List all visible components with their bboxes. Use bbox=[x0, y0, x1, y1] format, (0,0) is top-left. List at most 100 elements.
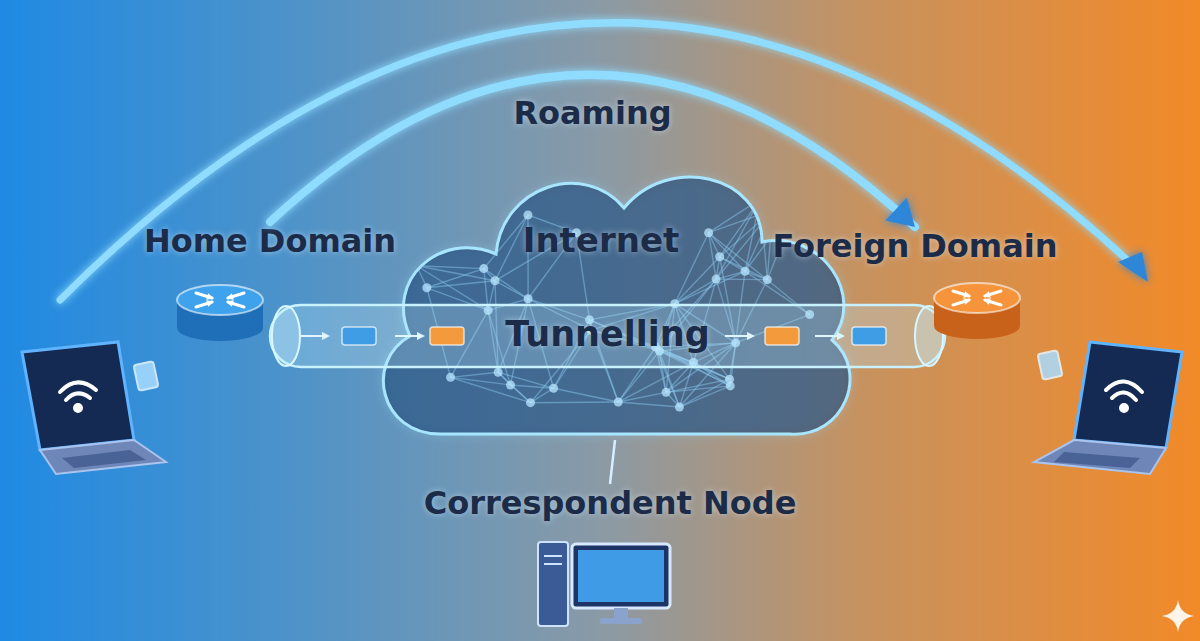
data-packet bbox=[342, 327, 376, 345]
data-packet bbox=[134, 361, 159, 391]
router-top bbox=[177, 285, 263, 315]
node-label: Foreign Domain bbox=[770, 227, 1060, 265]
mesh-dot bbox=[526, 398, 535, 407]
mesh-dot bbox=[795, 194, 804, 203]
mesh-dot bbox=[704, 228, 713, 237]
computer-monitor bbox=[572, 544, 670, 608]
mesh-link bbox=[451, 372, 499, 377]
mesh-link bbox=[720, 210, 773, 257]
mesh-link bbox=[716, 199, 760, 279]
data-packet bbox=[852, 327, 886, 345]
internet-cloud: InternetTunnelling bbox=[370, 150, 860, 440]
router-arrows bbox=[196, 293, 244, 307]
packet-flow-head bbox=[322, 332, 330, 340]
foreign-laptop bbox=[1034, 342, 1182, 474]
router-symbol bbox=[934, 283, 1020, 339]
packet-flow-head bbox=[837, 332, 845, 340]
router-arrow-head bbox=[963, 298, 971, 305]
wifi-arc bbox=[60, 382, 96, 392]
mesh-dot bbox=[768, 206, 777, 215]
router-arrow-head bbox=[226, 300, 234, 307]
roaming-arc bbox=[270, 75, 915, 227]
mesh-dot bbox=[491, 276, 500, 285]
home-laptop bbox=[22, 342, 166, 474]
mesh-link bbox=[484, 269, 528, 299]
mesh-dot bbox=[422, 283, 431, 292]
mesh-link bbox=[675, 233, 709, 304]
mesh-link bbox=[666, 386, 730, 392]
roaming-arc-line bbox=[270, 75, 915, 227]
edge-label: Roaming bbox=[513, 94, 671, 132]
wifi-symbol bbox=[60, 382, 96, 411]
mesh-link bbox=[618, 402, 679, 407]
mesh-link bbox=[618, 362, 693, 402]
wifi-arc bbox=[1112, 392, 1136, 400]
mesh-link bbox=[554, 388, 619, 402]
outer-roaming-arc bbox=[60, 23, 1140, 300]
mesh-dot bbox=[756, 195, 765, 204]
data-packet bbox=[430, 327, 464, 345]
mesh-link bbox=[760, 199, 772, 210]
correspondent-node: Correspondent Node bbox=[410, 484, 810, 641]
router-arrow-head bbox=[963, 291, 971, 298]
mesh-link bbox=[530, 401, 618, 403]
laptop-screen bbox=[22, 342, 134, 450]
wifi-symbol bbox=[1106, 381, 1142, 411]
mesh-dot bbox=[675, 403, 684, 412]
mesh-link bbox=[675, 257, 720, 304]
wifi-arc bbox=[66, 393, 90, 400]
mesh-dot bbox=[549, 384, 558, 393]
mesh-dot bbox=[506, 380, 515, 389]
router-top bbox=[934, 283, 1020, 313]
mesh-link bbox=[760, 199, 767, 280]
mesh-link bbox=[720, 199, 760, 257]
tunnel-end bbox=[272, 306, 300, 366]
mesh-link bbox=[760, 198, 799, 200]
laptop-base bbox=[1034, 440, 1166, 474]
monitor-base bbox=[600, 618, 642, 624]
connector-line bbox=[610, 440, 615, 484]
mesh-dot bbox=[523, 210, 532, 219]
router-arrow-head bbox=[983, 298, 991, 305]
mesh-dot bbox=[726, 381, 735, 390]
mesh-dot bbox=[494, 368, 503, 377]
packet-flow-head bbox=[747, 332, 755, 340]
mesh-link bbox=[451, 377, 531, 402]
mesh-dot bbox=[741, 267, 750, 276]
tunnel-pipe: Tunnelling bbox=[270, 305, 945, 367]
mesh-dot bbox=[524, 294, 533, 303]
mesh-link bbox=[451, 377, 511, 385]
computer-symbol bbox=[538, 542, 670, 626]
outer-arc-head bbox=[1118, 252, 1148, 282]
packet-flow-arrow bbox=[815, 335, 839, 337]
mesh-dot bbox=[479, 264, 488, 273]
tunnel-body bbox=[270, 305, 945, 367]
sparkle-watermark bbox=[1162, 600, 1194, 632]
router-arrow-head bbox=[206, 300, 214, 307]
router-arrow-head bbox=[226, 293, 234, 300]
mesh-link bbox=[510, 385, 553, 388]
node-label: Tunnelling bbox=[270, 314, 945, 354]
mesh-link bbox=[495, 281, 528, 299]
data-packet bbox=[1038, 350, 1063, 380]
monitor-stand bbox=[614, 608, 628, 618]
monitor-screen bbox=[578, 550, 664, 602]
mesh-link bbox=[709, 233, 768, 280]
laptop-keyboard bbox=[62, 450, 146, 468]
internet-cloud-shape bbox=[370, 150, 860, 440]
node-label: Home Domain bbox=[140, 222, 400, 260]
mesh-dot bbox=[715, 252, 724, 261]
mesh-link bbox=[427, 281, 495, 288]
wifi-dot bbox=[1121, 405, 1127, 411]
tower-slot bbox=[544, 555, 562, 557]
router-arrow-head bbox=[206, 293, 214, 300]
outer-roaming-arc bbox=[60, 23, 1148, 300]
arrow-head bbox=[885, 198, 915, 227]
router-arrows bbox=[953, 291, 1001, 305]
laptop-base bbox=[40, 440, 166, 474]
mesh-dot bbox=[712, 275, 721, 284]
packet-flow-arrow bbox=[395, 335, 419, 337]
connector-line bbox=[610, 440, 615, 484]
packet-flow-head bbox=[417, 332, 425, 340]
node-label: Correspondent Node bbox=[410, 484, 810, 522]
